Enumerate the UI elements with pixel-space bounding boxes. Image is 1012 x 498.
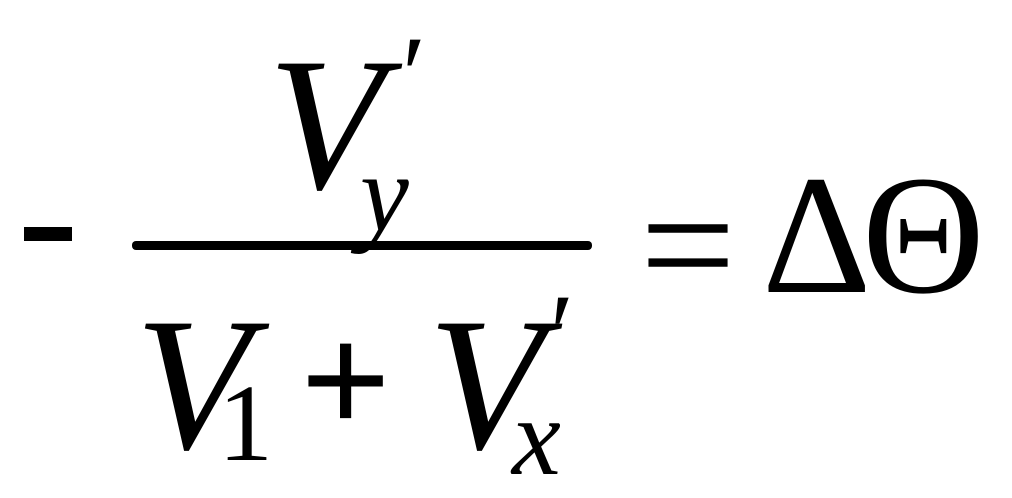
numerator-prime: ′ [402, 14, 427, 136]
numerator-symbol: V [268, 20, 385, 230]
denominator-term1-symbol: V [135, 280, 252, 490]
numerator-subscript: y [360, 132, 409, 254]
denominator-term2-symbol: V [428, 280, 545, 490]
delta-symbol: Δ [762, 141, 872, 329]
minus-sign [24, 227, 72, 241]
denominator-term2-subscript: x [512, 376, 561, 498]
fraction-bar [132, 241, 592, 250]
denominator-term1-subscript: 1 [218, 362, 273, 484]
theta-symbol: Θ [862, 141, 985, 329]
equals-sign: = [640, 151, 736, 339]
denominator-operator: + [300, 291, 392, 469]
denominator-term2-prime: ′ [550, 272, 575, 394]
